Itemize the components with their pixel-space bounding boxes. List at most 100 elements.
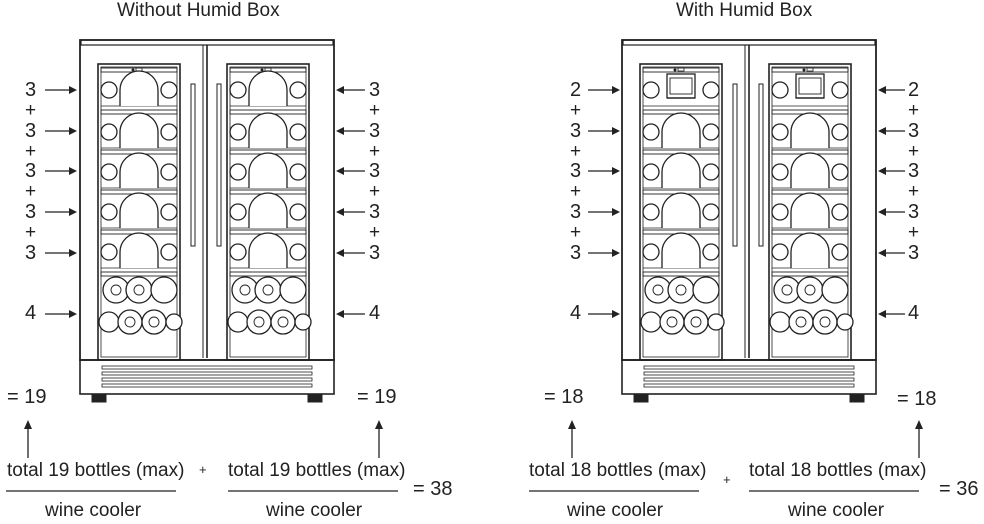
plus-sign: + [369, 141, 381, 162]
plus-sign: + [570, 100, 582, 121]
arrow-head [612, 249, 620, 257]
bottle-end [229, 81, 247, 99]
total-label: total 19 bottles (max) [228, 460, 406, 481]
bottle-neck [119, 232, 159, 268]
bottle-end [289, 163, 307, 181]
shelf-rail [229, 271, 307, 277]
bottle-cap [124, 316, 136, 328]
arrow-head [878, 208, 886, 216]
bottle-end [836, 313, 854, 331]
bottle-end [100, 123, 118, 141]
arrow-head [612, 127, 620, 135]
arrow-head [336, 167, 344, 175]
plus-sign: + [199, 462, 207, 477]
bottle-neck [661, 232, 701, 268]
arrow-head [24, 420, 32, 429]
count-left-2: 3 [25, 120, 37, 142]
base-grille [621, 359, 877, 395]
total-label: total 18 bottles (max) [749, 460, 927, 481]
arrow-head [878, 310, 886, 318]
bottle-end [150, 276, 178, 304]
bottle-end [165, 313, 183, 331]
count-right-1: 2 [908, 79, 920, 101]
arrow-head [336, 208, 344, 216]
bottle-end [771, 243, 789, 261]
bottle-end [289, 203, 307, 221]
arrow-head [336, 249, 344, 257]
bottle-end [692, 276, 720, 304]
count-right-3: 3 [369, 160, 381, 182]
plus-sign: + [570, 222, 582, 243]
door-handle [758, 83, 764, 247]
foot [849, 393, 865, 403]
indicator-dot [802, 68, 806, 72]
plus-sign: + [570, 181, 582, 202]
count-right-4: 3 [908, 201, 920, 223]
bottle-neck [119, 152, 159, 188]
shelf-rail [100, 271, 178, 277]
bottle-neck [119, 112, 159, 148]
foot [633, 393, 649, 403]
count-left-1: 2 [570, 79, 582, 101]
bottle-cap [110, 284, 122, 296]
bottle-end [100, 203, 118, 221]
count-left-6: 4 [25, 302, 37, 324]
plus-sign: + [25, 100, 37, 121]
arrow-head [878, 249, 886, 257]
bottle-end [702, 81, 720, 99]
count-left-3: 3 [25, 160, 37, 182]
bottle-end [831, 203, 849, 221]
bottle-neck [119, 70, 159, 106]
bottle-end [642, 123, 660, 141]
bottle-neck [790, 232, 830, 268]
door-handle [190, 83, 196, 247]
bottle-cap [781, 284, 793, 296]
plus-sign: + [25, 222, 37, 243]
plus-sign: + [25, 181, 37, 202]
grille-slot [101, 377, 313, 382]
bottle-end [294, 313, 312, 331]
count-left-5: 3 [25, 242, 37, 264]
bottle-end [642, 203, 660, 221]
bottle-end [640, 311, 662, 333]
arrow-head [612, 86, 620, 94]
bottle-end [642, 81, 660, 99]
grille-slot [101, 371, 313, 376]
bottle-end [831, 243, 849, 261]
count-right-2: 3 [908, 120, 920, 142]
bottle-cap [652, 284, 664, 296]
bottle-end [659, 309, 685, 335]
shelf-rail [642, 271, 720, 277]
bottle-end [702, 123, 720, 141]
foot [307, 393, 323, 403]
arrow-head [612, 167, 620, 175]
grille-slot [101, 365, 313, 370]
bottle-end [831, 81, 849, 99]
unit-label: wine cooler [266, 500, 363, 521]
total-label: total 18 bottles (max) [529, 460, 707, 481]
bottle-cap [666, 316, 678, 328]
bottle-neck [248, 152, 288, 188]
bottle-end [831, 123, 849, 141]
bottle-end [773, 276, 801, 304]
arrow-head [336, 310, 344, 318]
bottle-end [229, 163, 247, 181]
grille-slot [643, 383, 855, 388]
plus-sign: + [908, 100, 920, 121]
bottle-end [289, 81, 307, 99]
bottle-neck [661, 152, 701, 188]
bottle-end [707, 313, 725, 331]
count-left-5: 3 [570, 242, 582, 264]
bottle-end [229, 123, 247, 141]
plus-sign: + [369, 181, 381, 202]
bottle-cap [690, 316, 702, 328]
bottle-neck [790, 192, 830, 228]
arrow-head [878, 127, 886, 135]
humid-box-window [669, 77, 693, 95]
count-right-1: 3 [369, 79, 381, 101]
bottle-end [141, 309, 167, 335]
count-right-5: 3 [908, 242, 920, 264]
bottle-cap [804, 284, 816, 296]
bottle-neck [248, 232, 288, 268]
grille-slot [101, 383, 313, 388]
